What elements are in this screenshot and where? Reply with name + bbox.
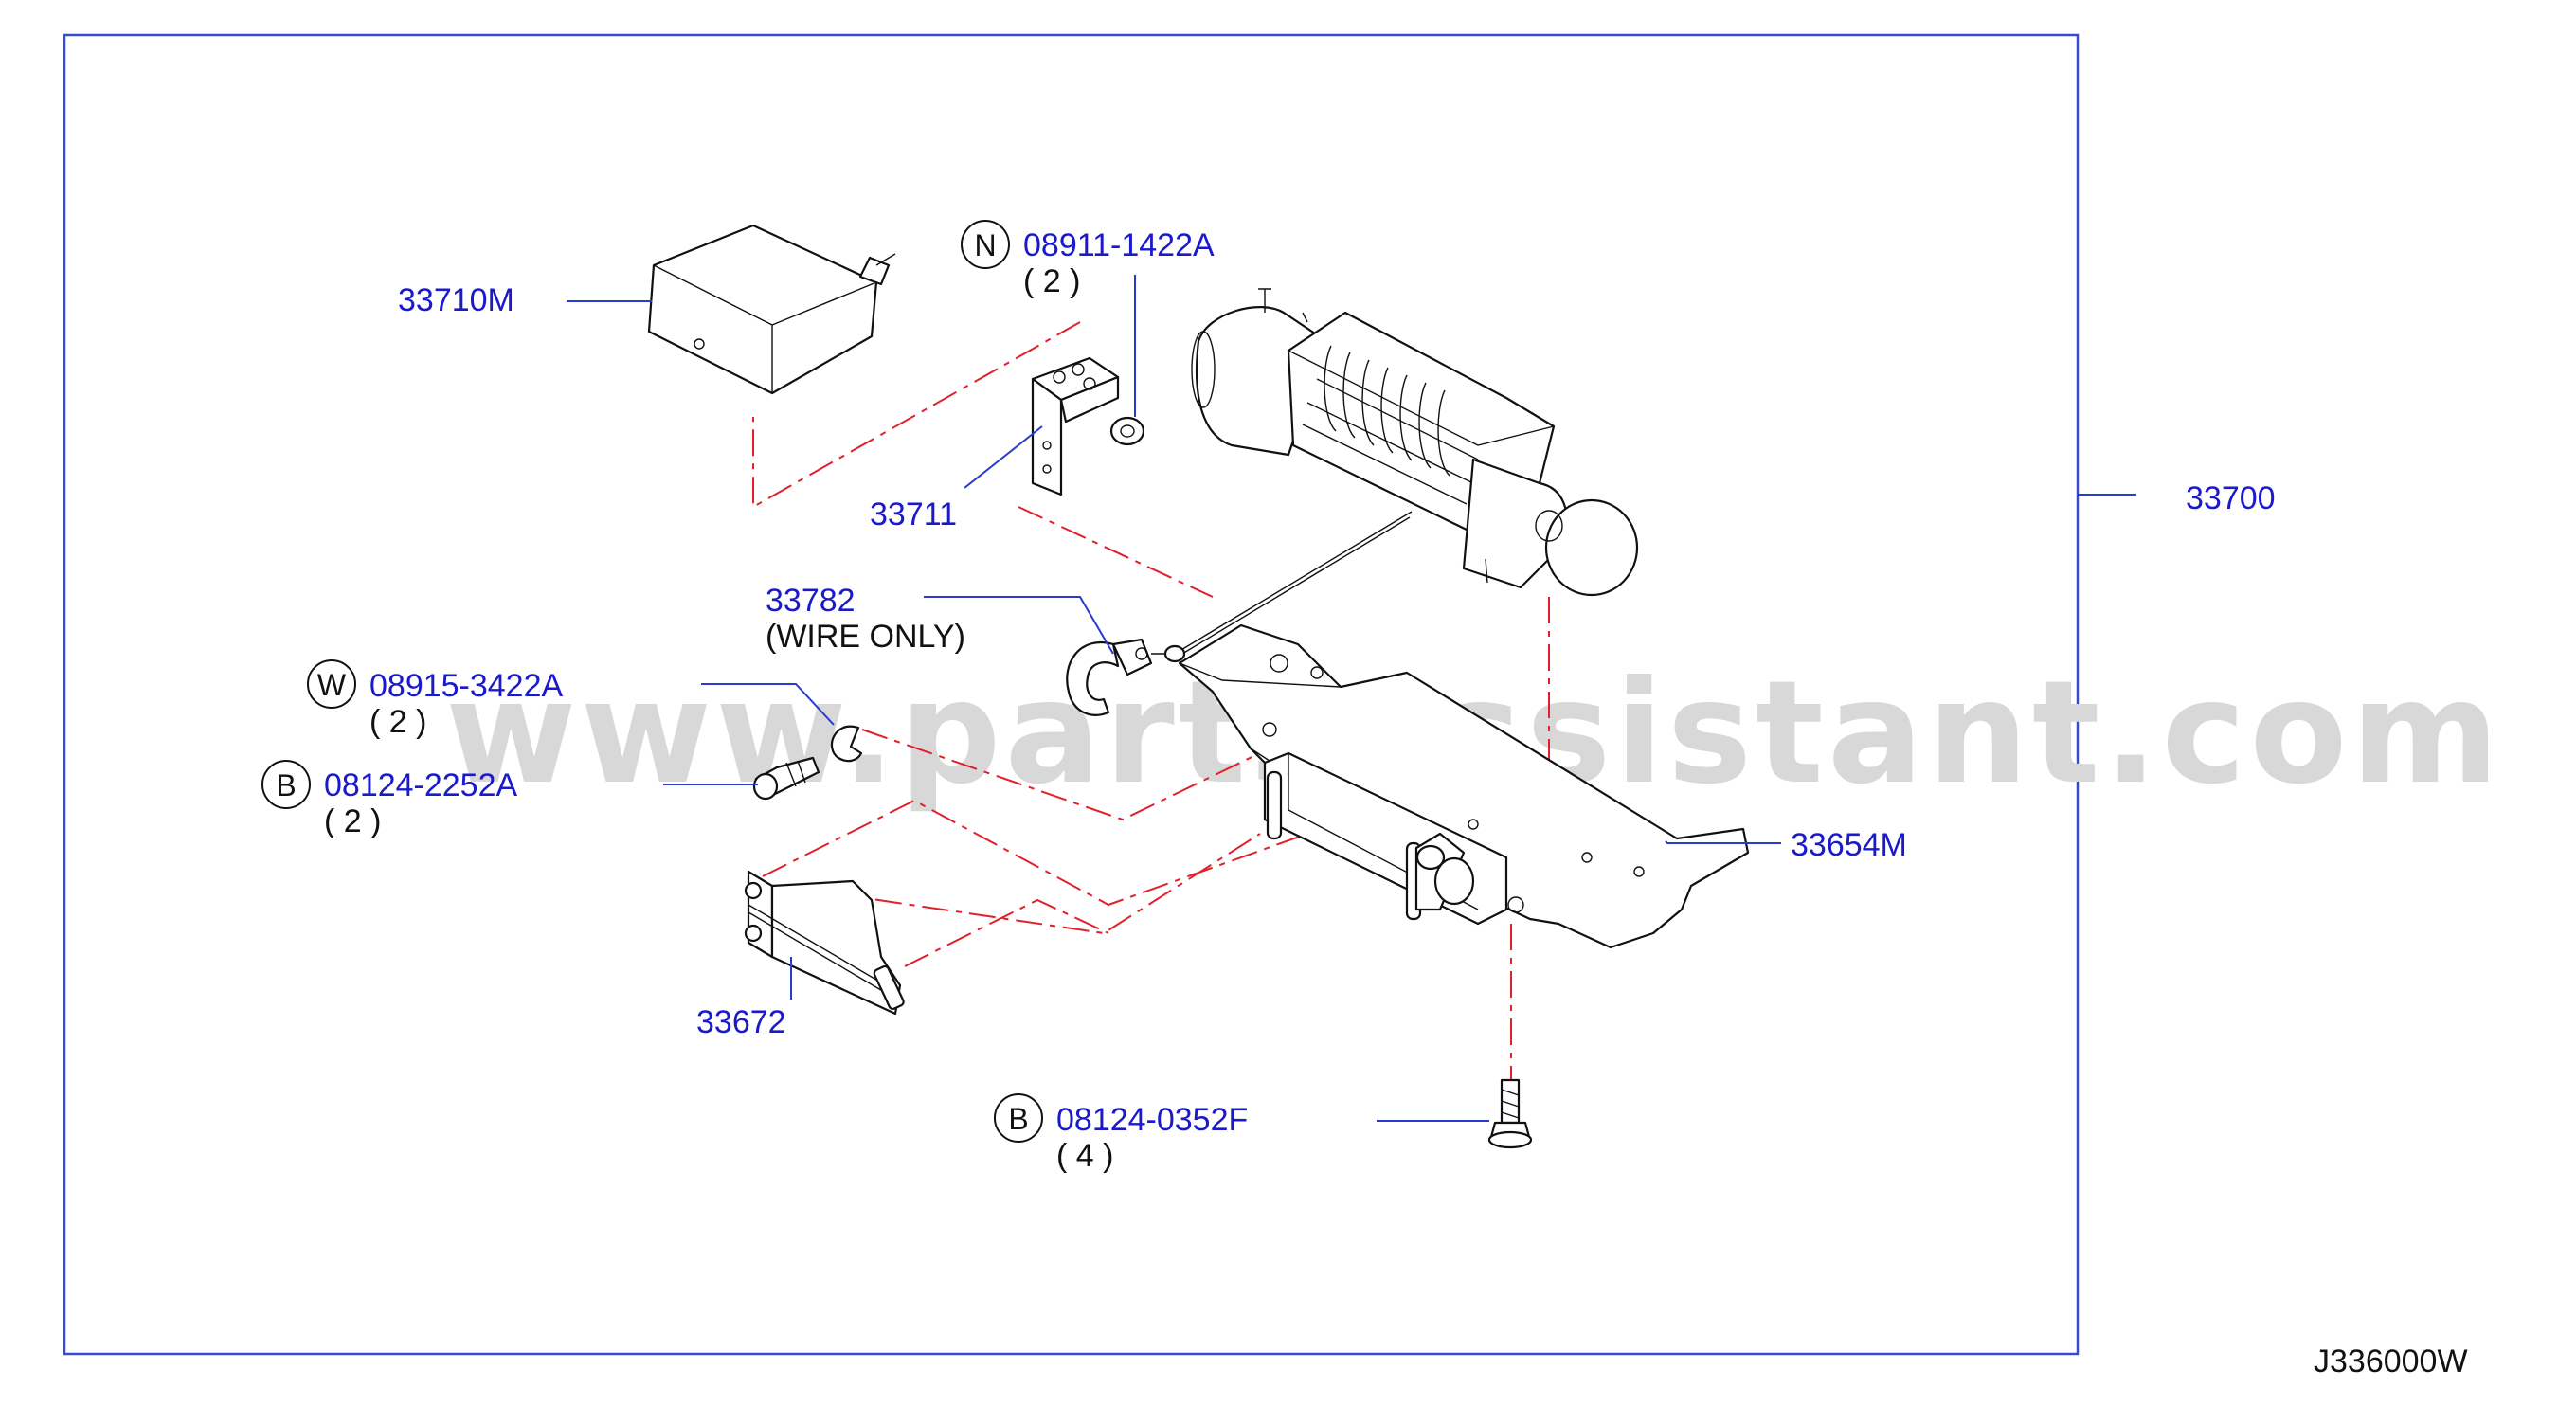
callout-symbol-letter: N bbox=[974, 228, 996, 262]
label-33700[interactable]: 33700 bbox=[2186, 480, 2276, 516]
qty-08911: ( 2 ) bbox=[1023, 263, 1080, 299]
note-33782: (WIRE ONLY) bbox=[766, 619, 965, 655]
bracket-part bbox=[1031, 356, 1120, 496]
callout-08124-2252a[interactable]: B 08124-2252A ( 2 ) bbox=[261, 760, 518, 839]
hook-part bbox=[1066, 638, 1186, 716]
label-08915-3422a[interactable]: 08915-3422A bbox=[369, 668, 564, 704]
figure-code: J336000W bbox=[2314, 1343, 2468, 1379]
callout-symbol-letter: B bbox=[1008, 1102, 1028, 1136]
label-33711[interactable]: 33711 bbox=[870, 496, 957, 532]
label-33672[interactable]: 33672 bbox=[696, 1004, 786, 1040]
label-08124-0352f[interactable]: 08124-0352F bbox=[1056, 1102, 1248, 1138]
roller-guard-part bbox=[744, 870, 905, 1016]
qty-08124-2252a: ( 2 ) bbox=[324, 803, 381, 839]
callout-symbol-letter: W bbox=[317, 668, 347, 702]
callout-symbol-letter: B bbox=[276, 768, 296, 802]
qty-08915: ( 2 ) bbox=[369, 704, 426, 740]
washer-part bbox=[830, 725, 863, 763]
qty-08124-0352f: ( 4 ) bbox=[1056, 1138, 1113, 1174]
nut-part bbox=[1109, 416, 1145, 446]
bolt-part-small bbox=[752, 756, 820, 801]
callout-08124-0352f[interactable]: B 08124-0352F ( 4 ) bbox=[994, 1093, 1248, 1174]
label-33782[interactable]: 33782 bbox=[766, 583, 856, 619]
label-08911-1422a[interactable]: 08911-1422A bbox=[1023, 227, 1215, 263]
control-box-part bbox=[647, 224, 896, 395]
callout-symbol-n bbox=[961, 220, 1010, 269]
diagram-frame bbox=[63, 33, 2080, 1356]
winch-part bbox=[1172, 288, 1639, 660]
label-33654m[interactable]: 33654M bbox=[1791, 827, 1907, 863]
label-33710m[interactable]: 33710M bbox=[398, 282, 514, 318]
label-08124-2252a[interactable]: 08124-2252A bbox=[324, 767, 518, 803]
leader-lines bbox=[567, 275, 2136, 1122]
callout-symbol-b bbox=[994, 1093, 1043, 1143]
callout-08915[interactable]: W 08915-3422A ( 2 ) bbox=[307, 659, 564, 740]
bolt-part-flange bbox=[1487, 1078, 1533, 1149]
assembly-lines bbox=[752, 321, 1550, 1090]
callout-08911[interactable]: N 08911-1422A ( 2 ) bbox=[961, 220, 1215, 299]
mounting-plate-part bbox=[1178, 623, 1750, 949]
callout-symbol-b bbox=[261, 760, 311, 809]
callout-symbol-w bbox=[307, 659, 356, 709]
